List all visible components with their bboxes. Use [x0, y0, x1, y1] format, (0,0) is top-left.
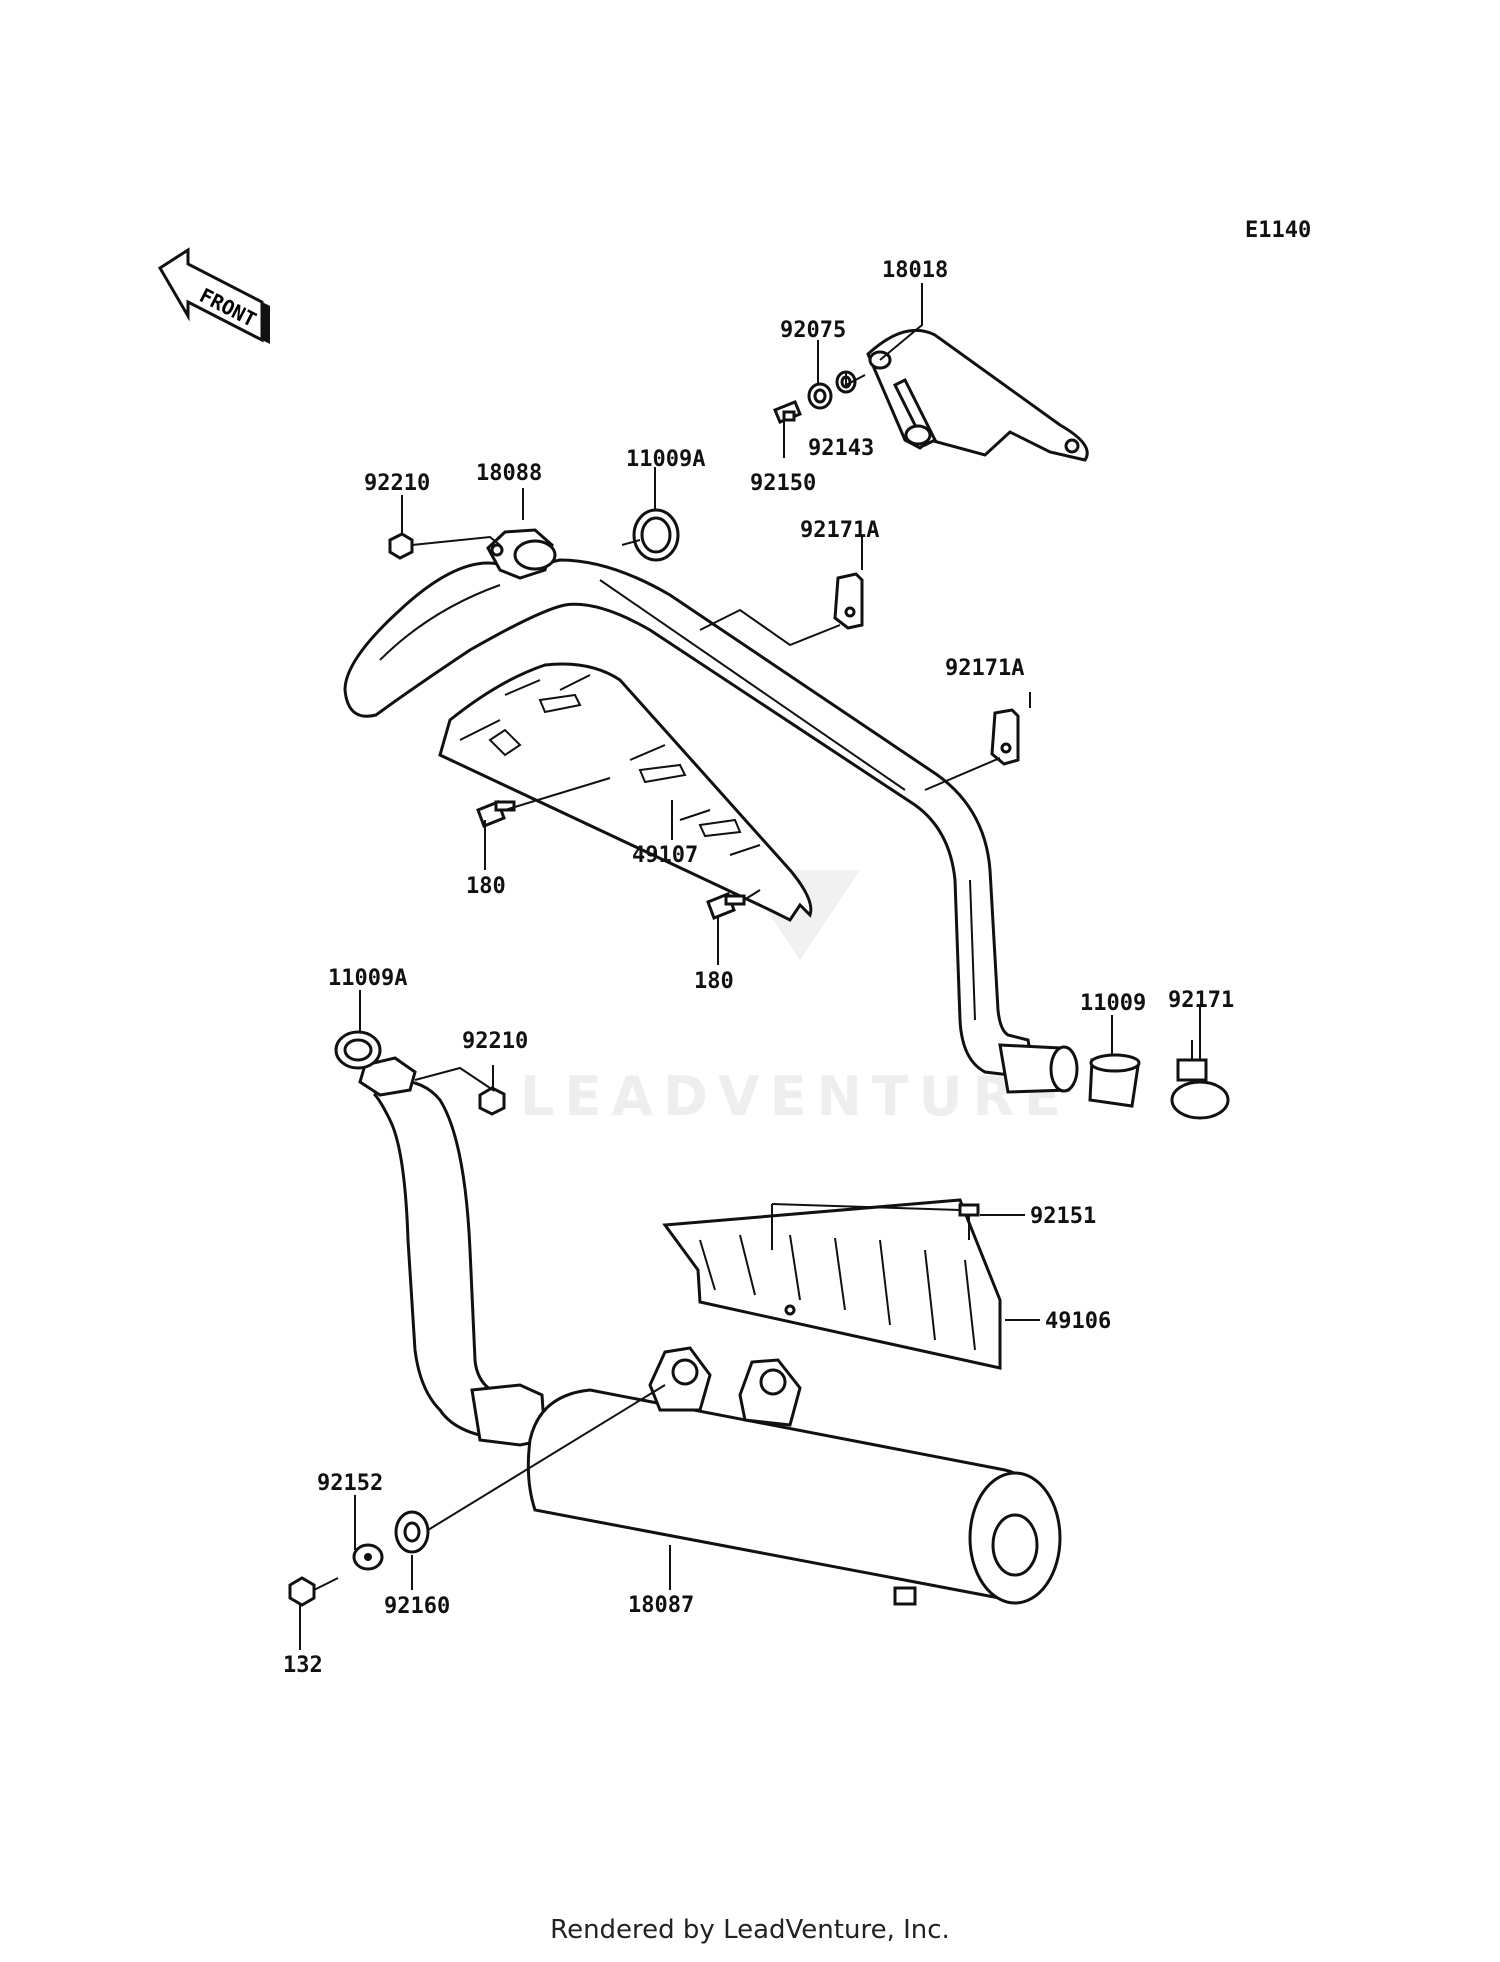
washer-92152	[352, 1543, 384, 1571]
diagram-code: E1140	[1245, 218, 1311, 243]
leader-lines	[299, 283, 1201, 1650]
exhaust-pipe-lower	[358, 1056, 547, 1447]
part-label-92152: 92152	[317, 1471, 383, 1496]
heat-guard-18018	[866, 328, 1089, 462]
bolt-180-right	[706, 892, 746, 920]
watermark-text: LEADVENTURE	[520, 1065, 1071, 1128]
bolt-180-left	[476, 800, 516, 828]
heat-guard-49107	[438, 662, 813, 922]
part-label-92210-top: 92210	[364, 471, 430, 496]
part-label-49106: 49106	[1045, 1309, 1111, 1334]
part-label-18087: 18087	[628, 1593, 694, 1618]
nut-92210-top	[388, 532, 414, 560]
washer-92075	[807, 382, 833, 410]
part-label-180-left: 180	[466, 874, 506, 899]
exhaust-pipe-upper	[343, 528, 1079, 1094]
part-label-49107: 49107	[632, 843, 698, 868]
part-label-180-right: 180	[694, 969, 734, 994]
bracket-92171a-lower	[990, 708, 1020, 766]
part-label-132: 132	[283, 1653, 323, 1678]
bracket-92171a-upper	[833, 572, 864, 630]
muffler-18087	[526, 1346, 1062, 1606]
part-label-92143: 92143	[808, 436, 874, 461]
part-label-92171: 92171	[1168, 988, 1234, 1013]
part-label-92151: 92151	[1030, 1204, 1096, 1229]
gasket-11009a-top	[632, 508, 680, 562]
part-label-92171a-upper: 92171A	[800, 518, 879, 543]
part-label-92160: 92160	[384, 1594, 450, 1619]
part-label-11009: 11009	[1080, 991, 1146, 1016]
front-arrow-icon: FRONT	[157, 247, 270, 344]
collar-92160	[394, 1510, 430, 1554]
bolt-132	[288, 1576, 339, 1607]
gasket-11009a-lower	[334, 1030, 382, 1070]
nut-92210-lower	[478, 1086, 506, 1116]
part-label-11009a-top: 11009A	[626, 447, 705, 472]
part-label-18088: 18088	[476, 461, 542, 486]
footer-credit: Rendered by LeadVenture, Inc.	[550, 1915, 950, 1945]
part-label-92171a-lower: 92171A	[945, 656, 1024, 681]
part-label-92150: 92150	[750, 471, 816, 496]
heat-guard-49106	[662, 1198, 1002, 1370]
part-label-92075: 92075	[780, 318, 846, 343]
gasket-11009	[1088, 1053, 1141, 1108]
bolt-92150	[773, 400, 802, 424]
part-labels: 18018 92075 92143 92150 92210 18088 1100…	[283, 258, 1234, 1678]
part-label-18018: 18018	[882, 258, 948, 283]
part-label-11009a-lower: 11009A	[328, 966, 407, 991]
clamp-92171	[1170, 1040, 1230, 1120]
part-label-92210-lower: 92210	[462, 1029, 528, 1054]
